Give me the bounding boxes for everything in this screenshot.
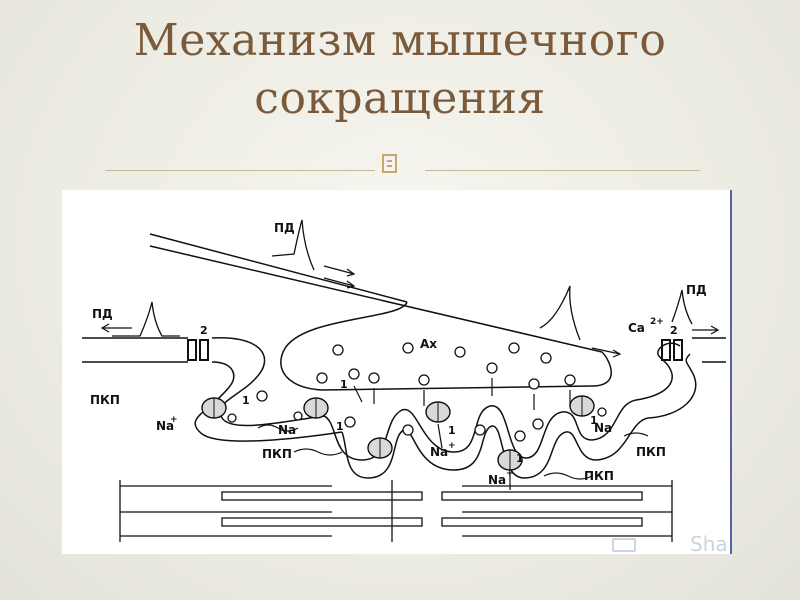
voltage-channel-right	[661, 339, 683, 361]
membrane-left	[82, 337, 343, 442]
label-num-1-a: 1	[242, 394, 250, 407]
label-na-bottom-charge: +	[506, 469, 514, 479]
acetylcholine-receptors	[201, 395, 595, 471]
voltage-channel-left	[187, 339, 209, 361]
axon	[149, 233, 612, 391]
label-na-right: Na	[594, 421, 612, 435]
label-na-left-charge: +	[170, 415, 178, 425]
label-ca: Ca	[628, 321, 645, 335]
current-waves	[257, 424, 649, 480]
label-pd-right: ПД	[686, 283, 707, 297]
label-pd-left: ПД	[92, 307, 113, 321]
watermark-text: Sha	[690, 532, 728, 556]
title-divider-left	[105, 170, 375, 171]
label-pkp-mid: ПКП	[262, 447, 292, 461]
label-num-1-b: 1	[340, 378, 348, 391]
diagram-panel: ПД ПД ПД Ax Ca 2+ 2 2 1 1 1 1 1 1 ПКП ПК…	[62, 190, 732, 554]
label-ax: Ax	[420, 337, 437, 351]
slide-title: Механизм мышечного сокращения	[0, 12, 800, 128]
label-na-center-charge: +	[448, 441, 456, 451]
label-na-mid: Na	[278, 423, 296, 437]
label-num-2-left: 2	[200, 324, 208, 337]
label-na-left: Na	[156, 419, 174, 433]
synaptic-vesicles	[227, 342, 607, 442]
title-line-1: Механизм мышечного	[133, 15, 667, 66]
label-num-1-d: 1	[516, 452, 524, 465]
title-divider-right	[425, 170, 700, 171]
sarcomere-filaments	[119, 480, 673, 542]
label-num-1-e: 1	[590, 414, 598, 427]
action-potential-spikes	[112, 219, 693, 341]
label-pkp-right: ПКП	[636, 445, 666, 459]
label-num-1-c: 1	[448, 424, 456, 437]
ornament-icon	[382, 154, 397, 173]
label-pkp-bottom: ПКП	[584, 469, 614, 483]
release-arrows	[353, 378, 571, 490]
receptor-stripes	[213, 396, 583, 470]
label-num-2-right: 2	[670, 324, 678, 337]
diagram-labels: ПД ПД ПД Ax Ca 2+ 2 2 1 1 1 1 1 1 ПКП ПК…	[90, 221, 707, 487]
title-line-2: сокращения	[254, 73, 546, 124]
label-ca-charge: 2+	[650, 317, 664, 327]
label-pkp-left: ПКП	[90, 393, 120, 407]
synapse-diagram: ПД ПД ПД Ax Ca 2+ 2 2 1 1 1 1 1 1 ПКП ПК…	[82, 219, 726, 542]
label-na-bottom: Na	[488, 473, 506, 487]
label-num-1-f: 1	[336, 420, 344, 433]
label-pd-top: ПД	[274, 221, 295, 235]
label-na-center: Na	[430, 445, 448, 459]
conduction-arrows	[100, 265, 720, 358]
watermark-icon	[612, 538, 636, 552]
